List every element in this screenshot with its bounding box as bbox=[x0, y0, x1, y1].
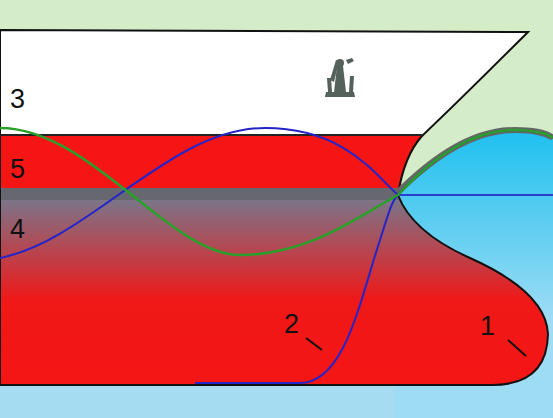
callout-number: 1 bbox=[480, 313, 495, 340]
wave-outline bbox=[395, 130, 553, 195]
callout-number: 3 bbox=[10, 86, 25, 113]
leader-line bbox=[306, 338, 322, 350]
resulting-wave bbox=[0, 128, 553, 255]
anchor-icon bbox=[325, 58, 355, 97]
still-water-line bbox=[398, 194, 553, 196]
hull-wave bbox=[0, 128, 398, 258]
callout-number: 5 bbox=[10, 156, 25, 183]
hull bbox=[0, 30, 548, 385]
bulb-wave bbox=[195, 130, 553, 383]
deck-line bbox=[0, 134, 422, 136]
leader-line bbox=[508, 340, 526, 356]
callout-number: 2 bbox=[284, 311, 299, 338]
callout-number: 4 bbox=[10, 216, 25, 243]
